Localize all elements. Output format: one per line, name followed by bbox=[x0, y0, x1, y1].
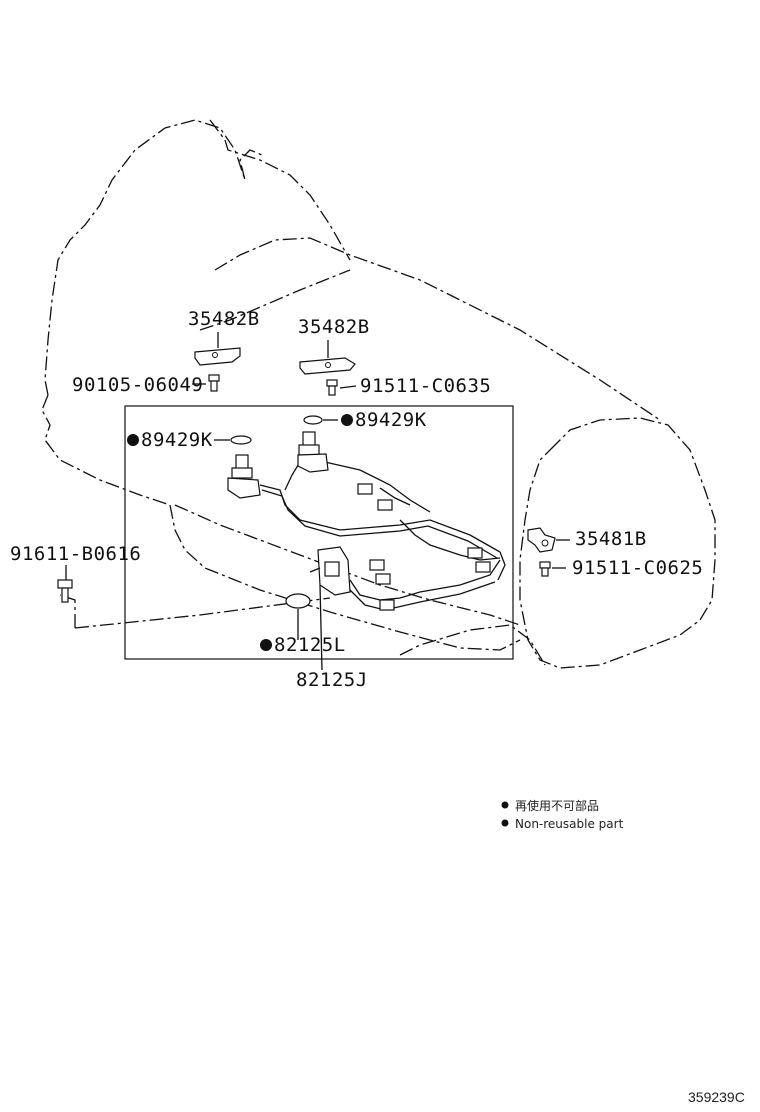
bolt-91511-c0635 bbox=[326, 379, 338, 396]
nonreusable-dot-icon bbox=[341, 414, 353, 426]
legend-dot-icon bbox=[501, 801, 509, 809]
bracket-35482b-left bbox=[194, 332, 241, 366]
label-91511-c0625: 91511-C0625 bbox=[572, 557, 703, 579]
speed-sensor-center bbox=[297, 431, 329, 473]
label-89429k-left: 89429K bbox=[141, 429, 213, 451]
figure-id: 359239C bbox=[688, 1089, 745, 1105]
bolt-91611-b0616 bbox=[57, 579, 73, 603]
bolt-90105-06049 bbox=[208, 374, 220, 392]
harness-connectors bbox=[357, 483, 491, 611]
label-82125l: 82125L bbox=[274, 634, 346, 656]
speed-sensor-left bbox=[227, 454, 261, 499]
legend: 再使用不可部品 Non-reusable part bbox=[501, 798, 624, 831]
label-90105-06049: 90105-06049 bbox=[72, 374, 203, 396]
leader-lines bbox=[65, 383, 570, 671]
bolt-91511-c0625 bbox=[539, 561, 551, 577]
label-82125j: 82125J bbox=[296, 669, 368, 691]
legend-japanese: 再使用不可部品 bbox=[515, 798, 599, 813]
label-91611-b0616: 91611-B0616 bbox=[10, 543, 141, 565]
bracket-35482b-center bbox=[299, 340, 356, 375]
label-91511-c0635: 91511-C0635 bbox=[360, 375, 491, 397]
label-35482b-left: 35482B bbox=[188, 308, 260, 330]
legend-english: Non-reusable part bbox=[515, 817, 624, 831]
legend-dot-icon bbox=[501, 819, 509, 827]
label-35482b-center: 35482B bbox=[298, 316, 370, 338]
harness-main-connector bbox=[309, 546, 351, 596]
bracket-35481b bbox=[527, 527, 556, 553]
harness-frame bbox=[124, 405, 514, 660]
label-35481b: 35481B bbox=[575, 528, 647, 550]
nonreusable-dot-icon bbox=[260, 639, 272, 651]
oring-82125l bbox=[285, 593, 311, 609]
oring-89429k-left bbox=[230, 435, 252, 445]
label-89429k-center: 89429K bbox=[355, 409, 427, 431]
wire-harness bbox=[259, 461, 506, 611]
nonreusable-dot-icon bbox=[127, 434, 139, 446]
oring-89429k-center bbox=[303, 415, 323, 425]
